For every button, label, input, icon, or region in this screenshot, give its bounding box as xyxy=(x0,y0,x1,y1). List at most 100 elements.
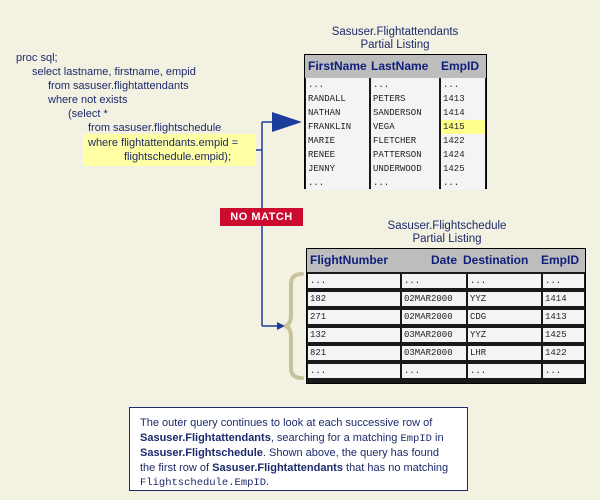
schedule-row: ............ xyxy=(307,364,585,378)
attendants-caption: Sasuser.Flightattendants Partial Listing xyxy=(300,26,490,52)
brace-icon xyxy=(283,272,304,380)
attendants-cell: ... xyxy=(441,78,485,92)
code-line-1: proc sql; xyxy=(16,52,58,64)
attendants-caption-title: Sasuser.Flightattendants xyxy=(331,26,459,38)
attendants-cell: PETERS xyxy=(371,92,439,106)
attendants-row: ......... xyxy=(305,176,486,190)
attendants-cell: ... xyxy=(371,78,439,92)
attendants-cell: RANDALL xyxy=(306,92,369,106)
attendants-table: FirstName LastName EmpID .........RANDAL… xyxy=(304,54,487,190)
no-match-badge: NO MATCH xyxy=(220,208,303,226)
schedule-caption-title: Sasuser.Flightschedule xyxy=(387,220,507,232)
note-text-5: that has no matching xyxy=(342,461,449,474)
attendants-caption-subtitle: Partial Listing xyxy=(360,39,430,51)
attendants-header-lastname: LastName xyxy=(371,59,429,73)
code-line-7: where flightattendants.empid = xyxy=(88,137,239,149)
schedule-cell: 02MAR2000 xyxy=(402,292,466,306)
code-line-8: flightschedule.empid); xyxy=(124,151,232,163)
schedule-cell: 271 xyxy=(308,310,400,324)
schedule-cell: 03MAR2000 xyxy=(402,328,466,342)
note-table-name-2: Sasuser.Flightschedule xyxy=(140,447,263,459)
attendants-cell: ... xyxy=(306,176,369,190)
schedule-cell: CDG xyxy=(468,310,541,324)
attendants-cell: FLETCHER xyxy=(371,134,439,148)
attendants-cell: 1415 xyxy=(441,120,485,134)
attendants-cell: 1413 xyxy=(441,92,485,106)
schedule-cell: LHR xyxy=(468,346,541,360)
note-column-schedule-empid: Flightschedule.EmpID xyxy=(140,477,267,489)
attendants-header-firstname: FirstName xyxy=(308,59,367,73)
code-line-3: from sasuser.flightattendants xyxy=(48,80,189,92)
schedule-caption: Sasuser.Flightschedule Partial Listing xyxy=(352,220,542,246)
schedule-cell: YYZ xyxy=(468,292,541,306)
attendants-cell: ... xyxy=(441,176,485,190)
arrow-head-to-attendants xyxy=(272,112,302,132)
attendants-cell: SANDERSON xyxy=(371,106,439,120)
attendants-cell: VEGA xyxy=(371,120,439,134)
attendants-cell: PATTERSON xyxy=(371,148,439,162)
attendants-cell: ... xyxy=(371,176,439,190)
schedule-cell: YYZ xyxy=(468,328,541,342)
code-line-5: (select * xyxy=(68,108,108,120)
attendants-header-empid: EmpID xyxy=(441,59,480,73)
code-line-2: select lastname, firstname, empid xyxy=(32,66,196,78)
attendants-cell: UNDERWOOD xyxy=(371,162,439,176)
schedule-cell: ... xyxy=(468,364,541,378)
explanation-note: The outer query continues to look at eac… xyxy=(129,407,468,491)
schedule-cell: 132 xyxy=(308,328,400,342)
schedule-cell: 182 xyxy=(308,292,400,306)
schedule-table-header: FlightNumber Date Destination EmpID xyxy=(307,249,585,272)
note-text-1: The outer query continues to look at eac… xyxy=(140,417,433,429)
schedule-cell: 1413 xyxy=(543,310,584,324)
attendants-cell: ... xyxy=(306,78,369,92)
schedule-header-empid: EmpID xyxy=(541,253,580,267)
schedule-cell: 02MAR2000 xyxy=(402,310,466,324)
note-table-name-1: Sasuser.Flightattendants xyxy=(140,431,271,444)
attendants-cell: 1414 xyxy=(441,106,485,120)
schedule-cell: 1414 xyxy=(543,292,584,306)
schedule-header-date: Date xyxy=(431,253,458,267)
attendants-cell: NATHAN xyxy=(306,106,369,120)
note-table-name-3: Sasuser.Flightattendants xyxy=(212,461,343,474)
schedule-cell: ... xyxy=(308,274,400,288)
schedule-header-flightnumber: FlightNumber xyxy=(310,253,388,267)
attendants-table-header: FirstName LastName EmpID xyxy=(305,55,486,78)
schedule-cell: ... xyxy=(543,364,584,378)
schedule-table: FlightNumber Date Destination EmpID ....… xyxy=(306,248,586,384)
schedule-cell: 821 xyxy=(308,346,400,360)
schedule-cell: ... xyxy=(402,274,466,288)
schedule-row: ............ xyxy=(307,274,585,288)
schedule-header-destination: Destination xyxy=(463,253,529,267)
attendants-cell: 1424 xyxy=(441,148,485,162)
note-text-2: , searching for a matching xyxy=(270,431,401,444)
attendants-cell: 1422 xyxy=(441,134,485,148)
note-text-3: in xyxy=(431,431,444,444)
attendants-cell: RENEE xyxy=(306,148,369,162)
code-line-4: where not exists xyxy=(48,94,128,106)
schedule-cell: ... xyxy=(543,274,584,288)
where-clause-highlight xyxy=(83,134,256,166)
attendants-cell: JENNY xyxy=(306,162,369,176)
schedule-caption-subtitle: Partial Listing xyxy=(412,233,482,245)
schedule-cell: 1425 xyxy=(543,328,584,342)
schedule-cell: ... xyxy=(402,364,466,378)
note-text-6: . xyxy=(266,476,270,488)
attendants-cell: FRANKLIN xyxy=(306,120,369,134)
arrow-head-to-schedule xyxy=(277,322,285,330)
attendants-cell: MARIE xyxy=(306,134,369,148)
note-text-4: . Shown above, the query has found the f… xyxy=(140,447,439,474)
attendants-row: ......... xyxy=(305,78,486,92)
schedule-cell: ... xyxy=(468,274,541,288)
schedule-cell: 03MAR2000 xyxy=(402,346,466,360)
